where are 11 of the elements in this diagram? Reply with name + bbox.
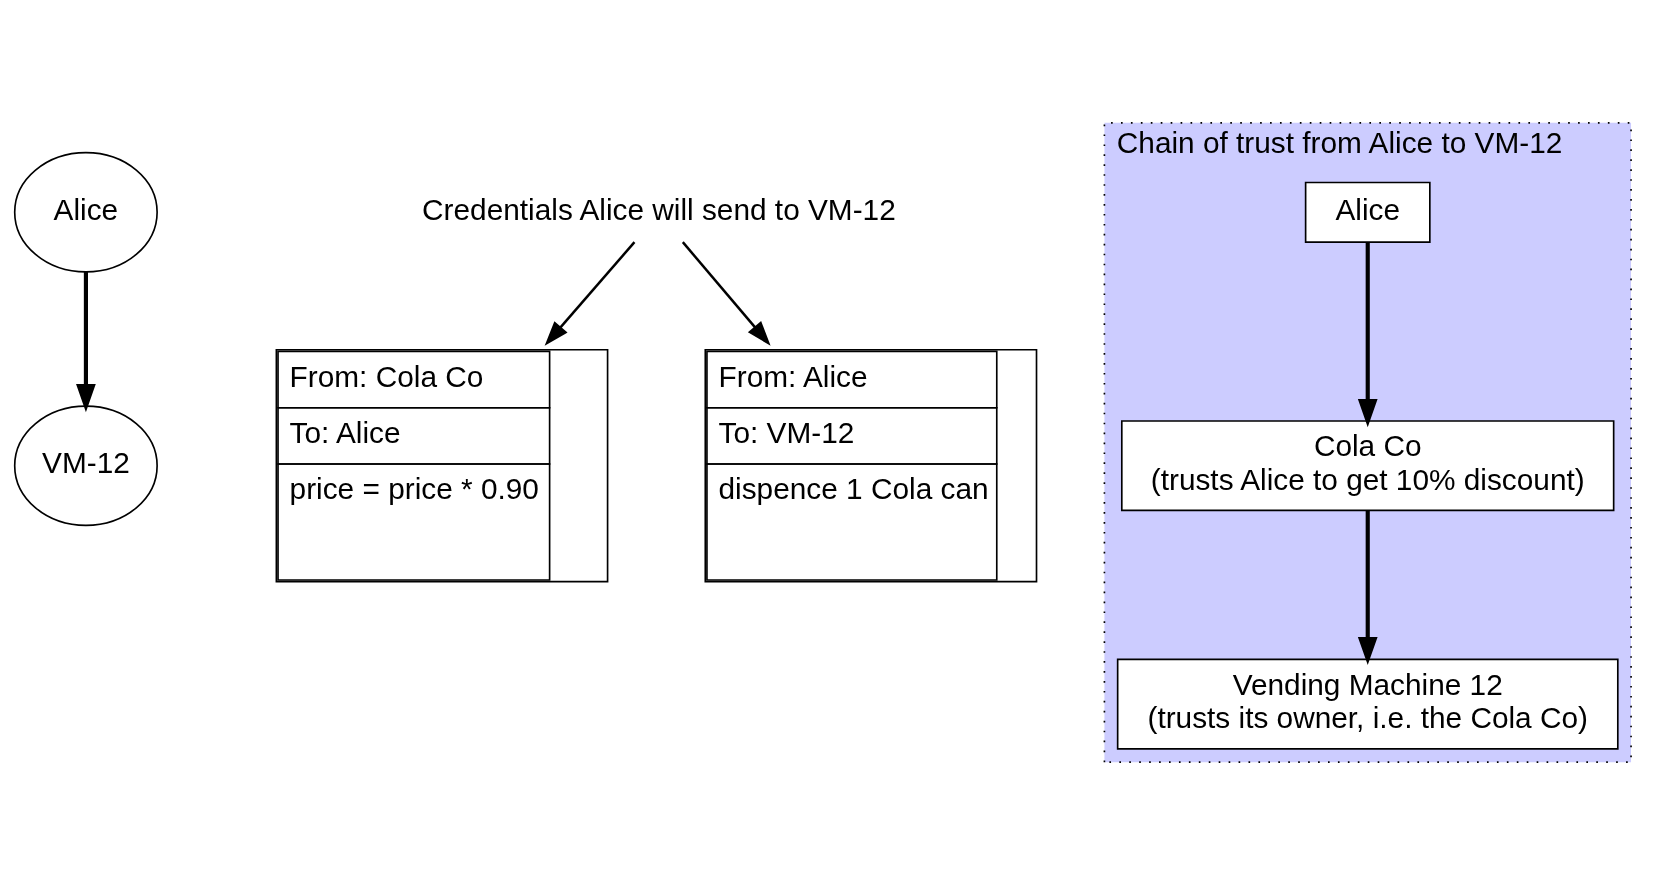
arrow (1357, 510, 1378, 666)
arrow (544, 241, 636, 346)
node-text: Credentials Alice will send to VM-12 (422, 192, 896, 226)
node-ellipse: Alice (13, 151, 158, 273)
arrow (1357, 242, 1378, 428)
node-box: Cola Co (trusts Alice to get 10% discount) (1120, 420, 1615, 512)
node-box: Vending Machine 12 (trusts its owner, i.e. the Cola Co) (1116, 658, 1619, 750)
arrow (681, 241, 771, 346)
node-ellipse: VM-12 (13, 405, 158, 527)
arrow (76, 271, 96, 413)
node-box: Alice (1304, 181, 1431, 243)
